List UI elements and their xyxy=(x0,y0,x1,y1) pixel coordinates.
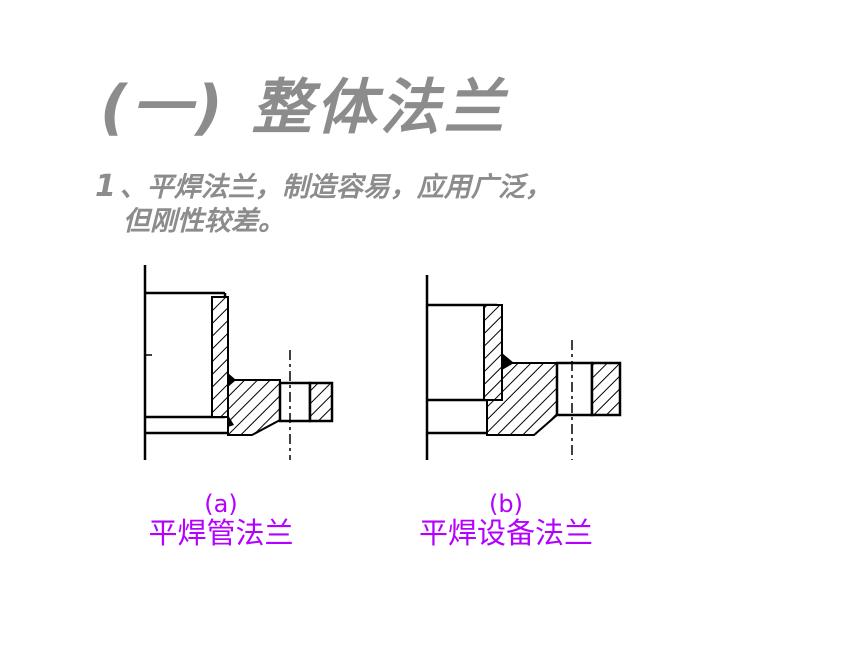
figure-a-caption: (a) 平焊管法兰 xyxy=(148,492,294,550)
bullet-line-2: 但刚性较差。 xyxy=(123,206,285,237)
figure-a-name: 平焊管法兰 xyxy=(148,516,294,550)
figure-pipe-flange-drawing xyxy=(130,265,380,470)
bullet-line-1: 、平焊法兰，制造容易，应用广泛， xyxy=(119,172,552,203)
figure-a-tag: (a) xyxy=(204,490,238,518)
figure-equipment-flange-drawing xyxy=(412,265,662,470)
bullet-point: 1、平焊法兰，制造容易，应用广泛， 但刚性较差。 xyxy=(95,170,552,239)
figure-b-name: 平焊设备法兰 xyxy=(418,516,593,550)
slide-title: (一) 整体法兰 xyxy=(100,73,508,143)
figure-b-caption: (b) 平焊设备法兰 xyxy=(418,492,594,550)
bullet-number: 1 xyxy=(95,169,116,204)
figure-b-tag: (b) xyxy=(489,490,523,518)
